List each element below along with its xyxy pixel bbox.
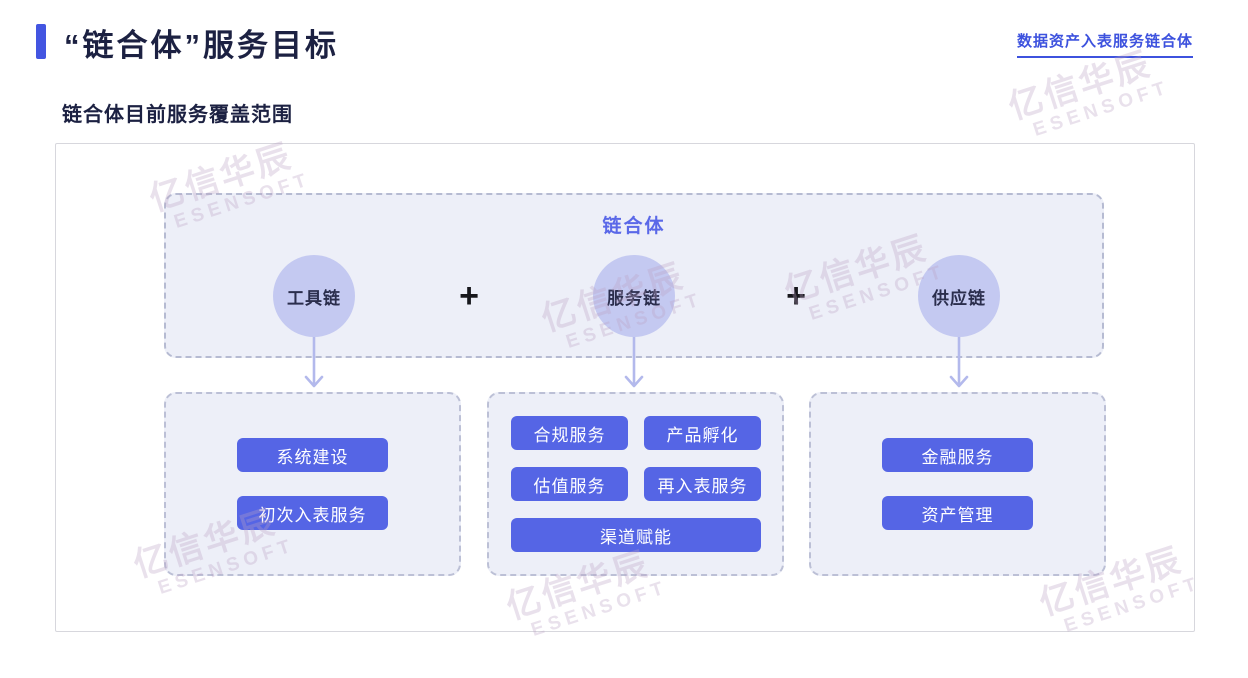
service-chain-services-panel: 合规服务 产品孵化 估值服务 再入表服务 渠道赋能 (487, 392, 784, 576)
service-pill: 合规服务 (511, 416, 628, 450)
title-accent-bar (36, 24, 46, 59)
diagram-card: 链合体 工具链 + 服务链 + 供应链 系统建设 初次入表服务 合规服务 产品孵… (55, 143, 1195, 632)
node-service-chain: 服务链 (593, 255, 675, 337)
tool-chain-services-panel: 系统建设 初次入表服务 (164, 392, 461, 576)
service-pill: 渠道赋能 (511, 518, 761, 552)
service-pill: 产品孵化 (644, 416, 761, 450)
service-pill: 金融服务 (882, 438, 1033, 472)
node-label: 供应链 (932, 288, 986, 308)
service-pill: 再入表服务 (644, 467, 761, 501)
node-tool-chain: 工具链 (273, 255, 355, 337)
plus-sign: + (786, 277, 806, 315)
service-pill: 初次入表服务 (237, 496, 388, 530)
down-arrow-icon (949, 334, 969, 388)
node-label: 服务链 (607, 288, 661, 308)
page-title: “链合体”服务目标 (64, 28, 339, 63)
service-pill: 系统建设 (237, 438, 388, 472)
node-supply-chain: 供应链 (918, 255, 1000, 337)
supply-chain-services-panel: 金融服务 资产管理 (809, 392, 1106, 576)
service-pill: 估值服务 (511, 467, 628, 501)
down-arrow-icon (624, 334, 644, 388)
header-link[interactable]: 数据资产入表服务链合体 (1016, 30, 1193, 58)
service-pill: 资产管理 (882, 496, 1033, 530)
plus-sign: + (459, 277, 479, 315)
section-subtitle: 链合体目前服务覆盖范围 (62, 104, 293, 126)
down-arrow-icon (304, 334, 324, 388)
node-label: 工具链 (287, 288, 341, 308)
panel-title: 链合体 (602, 216, 666, 237)
